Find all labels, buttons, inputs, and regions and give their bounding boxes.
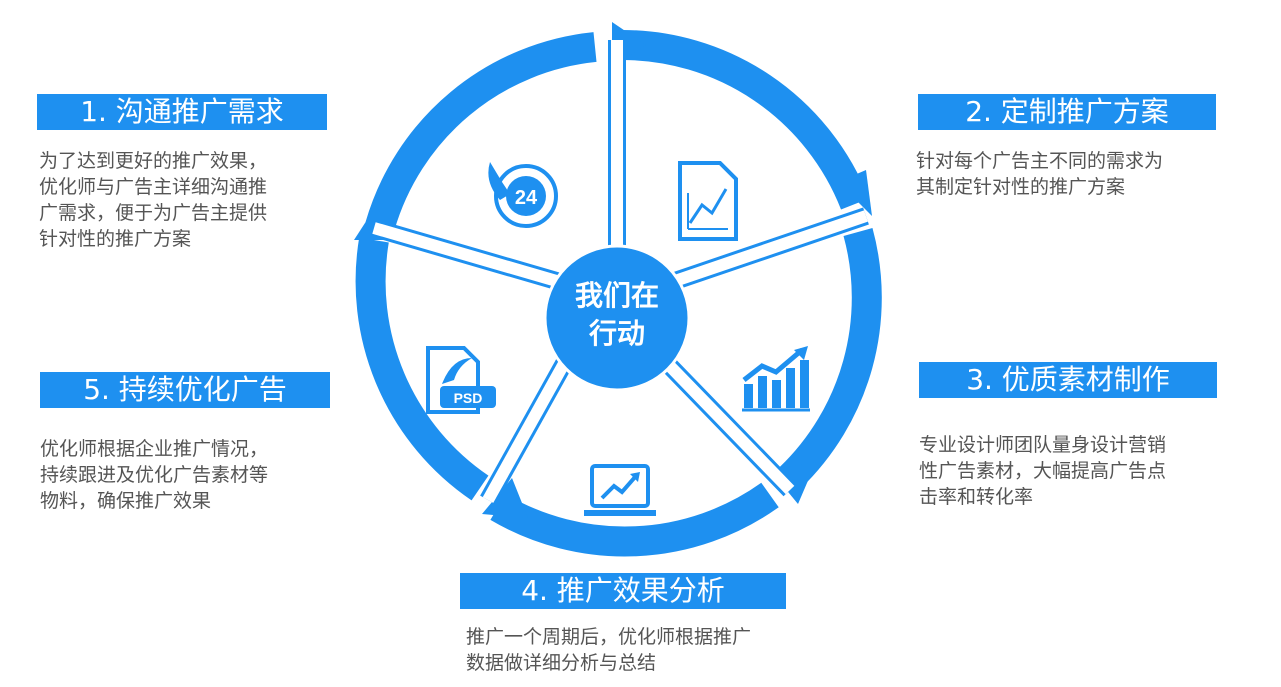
step-1-description: 为了达到更好的推广效果， 优化师与广告主详细沟通推 广需求，便于为广告主提供 针… [39,148,339,252]
step-3-line: 击率和转化率 [919,486,1034,508]
step-1-line: 为了达到更好的推广效果， [39,150,268,172]
step-5-description: 优化师根据企业推广情况， 持续跟进及优化广告素材等 物料，确保推广效果 [40,436,340,514]
step-5-line: 持续跟进及优化广告素材等 [40,464,269,486]
step-4-line: 推广一个周期后，优化师根据推广 [466,626,752,648]
center-circle [543,244,691,392]
step-1-line: 针对性的推广方案 [39,228,192,250]
document-chart-icon [678,161,738,241]
step-4-title: 4. 推广效果分析 [460,573,786,609]
step-1-line: 优化师与广告主详细沟通推 [39,176,268,198]
ring-segment-2 [779,228,882,489]
step-3-line: 专业设计师团队量身设计营销 [919,434,1167,456]
step-1-line: 广需求，便于为广告主提供 [39,202,268,224]
step-4-description: 推广一个周期后，优化师根据推广 数据做详细分析与总结 [466,624,826,676]
step-5-line: 物料，确保推广效果 [40,490,212,512]
step-2-line: 针对每个广告主不同的需求为 [916,150,1164,172]
svg-text:PSD: PSD [454,390,483,406]
step-5-line: 优化师根据企业推广情况， [40,438,269,460]
step-1-title: 1. 沟通推广需求 [37,94,327,130]
step-2-line: 其制定针对性的推广方案 [916,176,1126,198]
arrow-head-2 [838,170,872,216]
step-3-line: 性广告素材，大幅提高广告点 [919,460,1167,482]
step-3-description: 专业设计师团队量身设计营销 性广告素材，大幅提高广告点 击率和转化率 [919,432,1239,510]
ring-segment-3 [490,482,779,557]
psd-file-icon: PSD [426,346,496,414]
ring-segment-1 [619,29,869,210]
ring-segment-4 [355,237,489,501]
laptop-chart-icon [584,464,656,516]
center-label-line2: 行动 [588,317,645,350]
bar-chart-growth-icon [742,346,810,412]
center-label: 我们在 行动 [548,277,686,353]
svg-text:24: 24 [515,187,538,209]
ring-segment-5 [365,32,597,231]
arrow-head-4 [482,478,528,518]
step-4-line: 数据做详细分析与总结 [466,652,657,674]
center-label-line1: 我们在 [574,279,659,312]
step-2-description: 针对每个广告主不同的需求为 其制定针对性的推广方案 [916,148,1236,200]
step-2-title: 2. 定制推广方案 [918,94,1216,130]
step-5-title: 5. 持续优化广告 [40,372,330,408]
step-3-title: 3. 优质素材制作 [919,362,1217,398]
phone-24-icon: 24 [488,162,558,228]
